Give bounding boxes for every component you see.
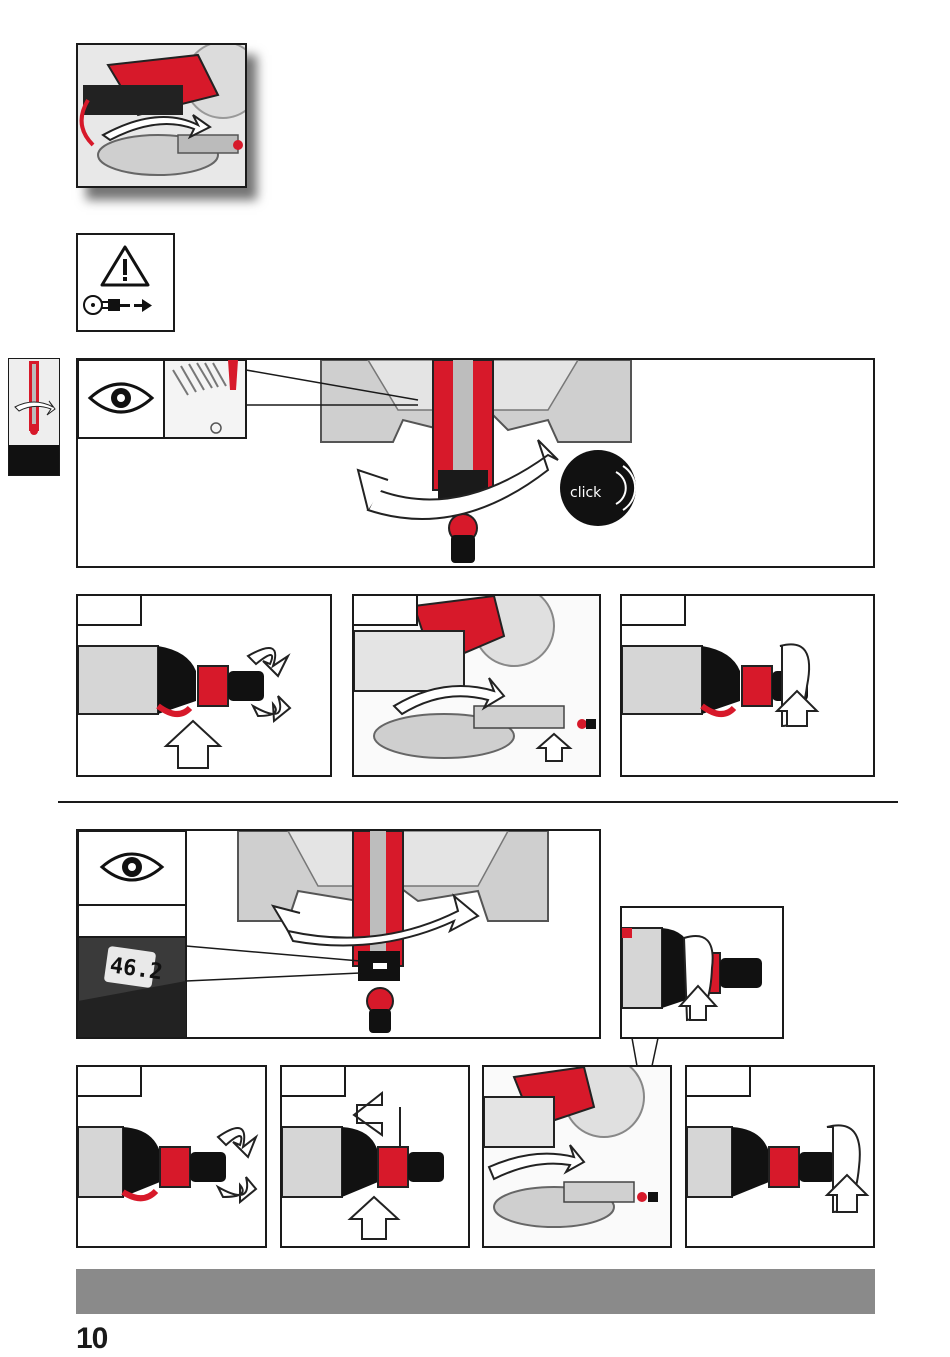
unplug-icon (84, 296, 152, 314)
step-panel-loosen-2 (76, 1065, 267, 1248)
step-panel-rotate-2 (482, 1065, 672, 1248)
step-panel-loosen (76, 594, 332, 777)
step-tab (78, 596, 142, 626)
photo-rotate-table (76, 43, 247, 188)
panel-digital-display: 46.2 (76, 829, 601, 1039)
click-label: click (570, 485, 602, 501)
saw-rotate-illustration (78, 45, 245, 186)
step-tab (78, 1067, 142, 1097)
bottom-bar (76, 1269, 875, 1314)
step-panel-rotate (352, 594, 601, 777)
step-tab (282, 1067, 346, 1097)
warning-unplug-box (76, 233, 175, 332)
panel-miter-detent: click (76, 358, 875, 568)
step-panel-tighten (620, 594, 875, 777)
step-tab (622, 596, 686, 626)
side-thumbnail (8, 358, 60, 476)
warning-triangle-icon (102, 247, 148, 285)
page-number: 10 (76, 1322, 107, 1356)
step-panel-push-slide (280, 1065, 470, 1248)
step-tab (354, 596, 418, 626)
step-tab (687, 1067, 751, 1097)
callout-knob-inset (620, 906, 784, 1039)
click-icon: click (560, 450, 636, 526)
step-panel-tighten-2 (685, 1065, 875, 1248)
section-divider (58, 801, 898, 803)
